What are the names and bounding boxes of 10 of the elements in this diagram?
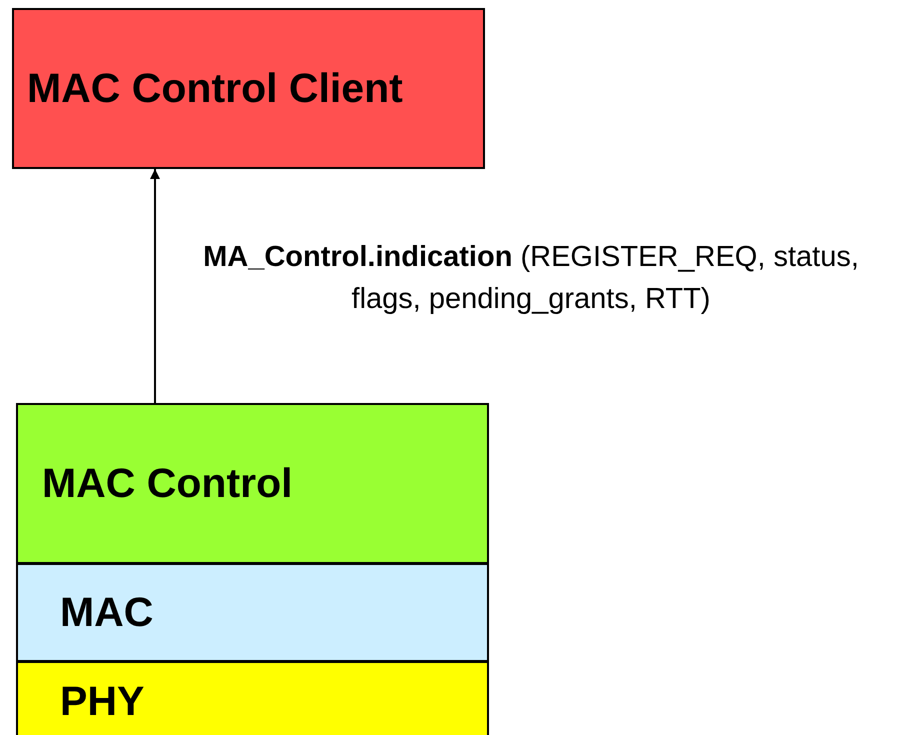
layer-box — [16, 403, 489, 564]
edge-label: MA_Control.indication (REGISTER_REQ, status, flags, pending_grants, RTT) — [202, 240, 860, 317]
layer-name: PHY — [60, 678, 144, 724]
layer-box — [12, 8, 485, 169]
layer-box — [16, 661, 489, 735]
arrow — [150, 169, 160, 403]
layer-box — [16, 563, 489, 662]
layer-name: MAC Control — [42, 460, 293, 507]
layer-name: MAC Control Client — [27, 65, 403, 112]
layer-name: MAC — [60, 589, 154, 636]
